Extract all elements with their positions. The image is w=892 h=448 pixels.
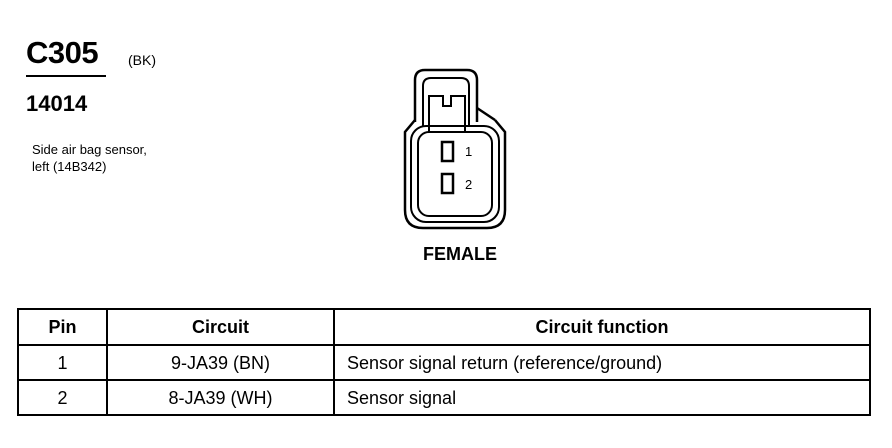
connector-id: C305: [26, 35, 99, 70]
connector-gender-label: FEMALE: [423, 244, 497, 264]
connector-color: (BK): [128, 52, 156, 68]
cell-circuit: 9-JA39 (BN): [106, 344, 335, 381]
cell-circuit: 8-JA39 (WH): [106, 379, 335, 416]
latch-inner-outline: [422, 77, 470, 126]
cell-pin: 2: [17, 379, 108, 416]
pin-label-1: 1: [465, 144, 472, 159]
table-row: 2 8-JA39 (WH) Sensor signal: [17, 379, 871, 416]
latch-outline: [413, 68, 479, 122]
cell-circuit-function: Sensor signal return (reference/ground): [333, 344, 871, 381]
body-inner-outline: [417, 131, 493, 217]
body-shoulder-line: [476, 106, 496, 122]
description-line: Side air bag sensor,: [32, 142, 147, 157]
part-number: 14014: [26, 91, 88, 116]
pin-cavity-2: [440, 172, 455, 195]
pin-label-2: 2: [465, 177, 472, 192]
table-row: 1 9-JA39 (BN) Sensor signal return (refe…: [17, 344, 871, 381]
header-circuit: Circuit: [106, 308, 335, 346]
header-circuit-function: Circuit function: [333, 308, 871, 346]
pin-cavity-1: [440, 140, 455, 163]
table-header-row: Pin Circuit Circuit function: [17, 308, 871, 346]
body-middle-outline: [410, 125, 500, 223]
header-pin: Pin: [17, 308, 108, 346]
connector-face-drawing: 1 2: [395, 60, 515, 235]
cell-pin: 1: [17, 344, 108, 381]
connector-face-svg: 1 2: [403, 68, 507, 230]
pin-table: Pin Circuit Circuit function 1 9-JA39 (B…: [17, 308, 871, 416]
description-line: left (14B342): [32, 159, 107, 174]
latch-tab: [428, 95, 466, 132]
connector-id-underline: [26, 75, 106, 77]
body-outer-outline: [403, 119, 507, 230]
connector-description: Side air bag sensor, left (14B342): [32, 141, 147, 175]
cell-circuit-function: Sensor signal: [333, 379, 871, 416]
